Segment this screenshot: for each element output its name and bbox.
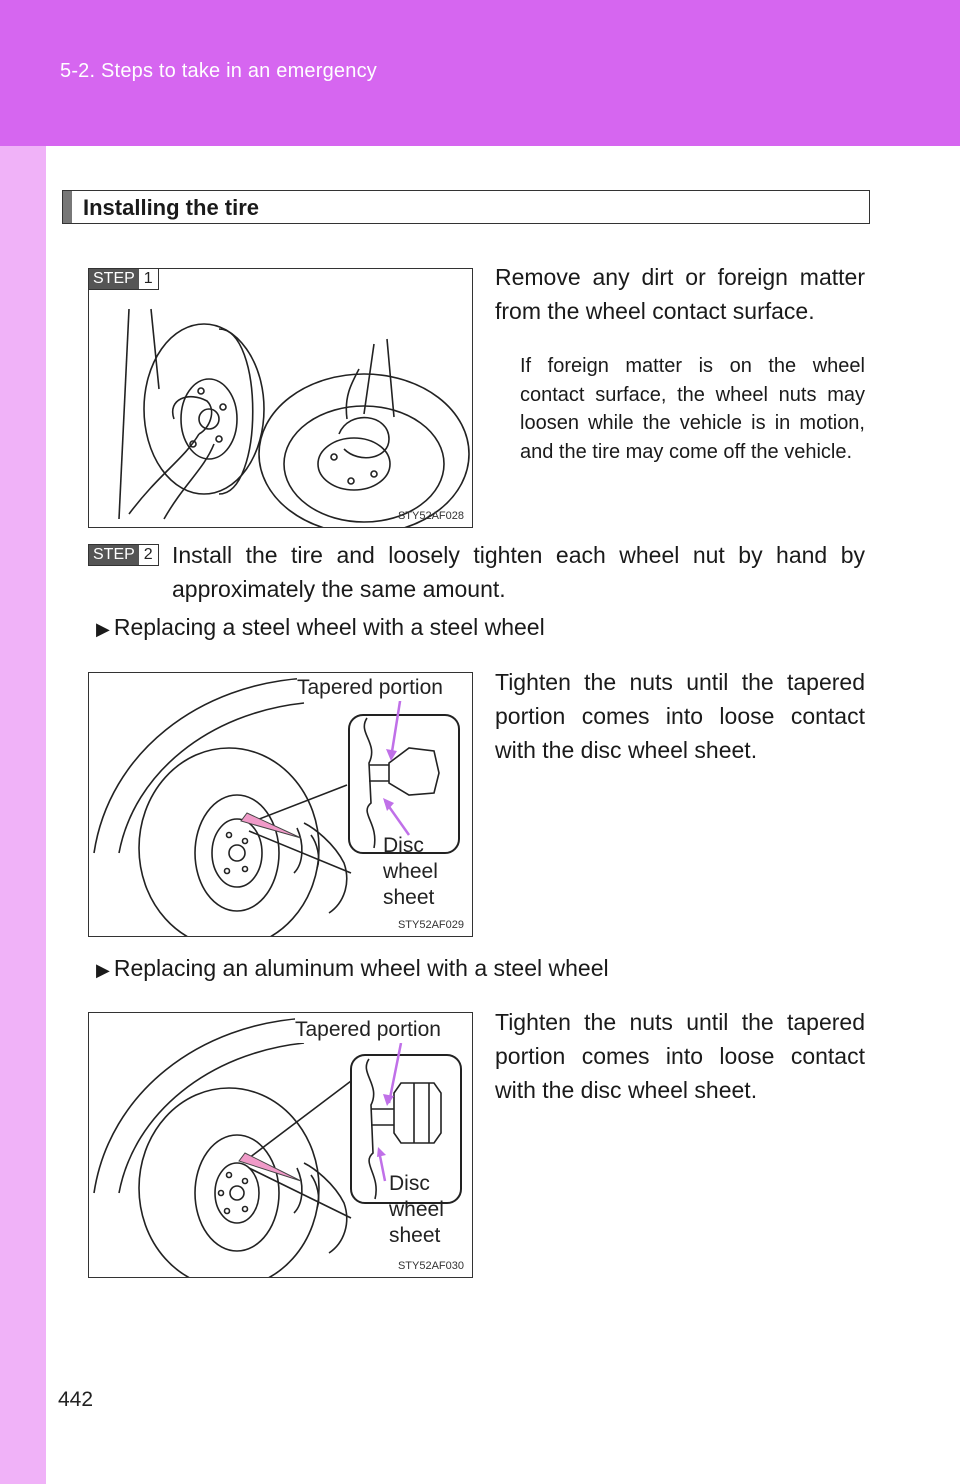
figure-aluminum-wheel: Tapered portion Disc wheel sheet STY52AF… <box>88 1012 473 1278</box>
case-aluminum-text: Tighten the nuts until the tapered porti… <box>495 1009 865 1103</box>
step-1-text: Remove any dirt or foreign matter from t… <box>495 264 865 324</box>
figure-code: STY52AF030 <box>397 1260 464 1272</box>
side-margin-band <box>0 146 46 1484</box>
figure-clean-wheel-surface: STEP 1 STY52AF028 <box>88 268 473 528</box>
callout-tapered-portion: Tapered portion <box>297 675 443 701</box>
callout-tapered-portion: Tapered portion <box>295 1017 441 1043</box>
triangle-bullet-icon: ▶ <box>96 960 110 980</box>
callout-arrows <box>240 694 411 839</box>
callout-disc-line-1: Disc <box>383 834 424 857</box>
case-steel-bullet: ▶Replacing a steel wheel with a steel wh… <box>96 614 545 640</box>
callout-disc-line-2: wheel <box>383 860 438 883</box>
step-2-text: Install the tire and loosely tighten eac… <box>172 542 865 602</box>
steel-wheel-illustration <box>93 677 460 936</box>
callout-disc-line-1: Disc <box>389 1172 430 1195</box>
section-heading-bar: Installing the tire <box>62 190 870 224</box>
callout-disc-line-2: wheel <box>389 1198 444 1221</box>
callout-disc-line-3: sheet <box>389 1224 441 1247</box>
figure-steel-wheel: Tapered portion Disc wheel sheet STY52AF… <box>88 672 473 937</box>
callout-disc-line-3: sheet <box>383 886 435 909</box>
case-aluminum-bullet: ▶Replacing an aluminum wheel with a stee… <box>96 955 609 981</box>
header-band <box>0 0 960 146</box>
page-number: 442 <box>58 1388 94 1411</box>
step-2-badge: STEP 2 <box>88 544 159 566</box>
case-steel-text: Tighten the nuts until the tapered porti… <box>495 669 865 763</box>
aluminum-wheel-illustration <box>93 1017 462 1277</box>
callout-arrows <box>238 1042 403 1182</box>
figure-code: STY52AF028 <box>397 510 464 522</box>
wheel-cleaning-illustration <box>118 308 470 527</box>
figure-code: STY52AF029 <box>397 919 464 931</box>
section-title: Installing the tire <box>83 195 260 220</box>
step-1-badge: STEP 1 <box>89 269 159 290</box>
chapter-header: 5-2. Steps to take in an emergency <box>60 60 377 82</box>
step-1-note: If foreign matter is on the wheel contac… <box>520 355 865 463</box>
triangle-bullet-icon: ▶ <box>96 619 110 639</box>
